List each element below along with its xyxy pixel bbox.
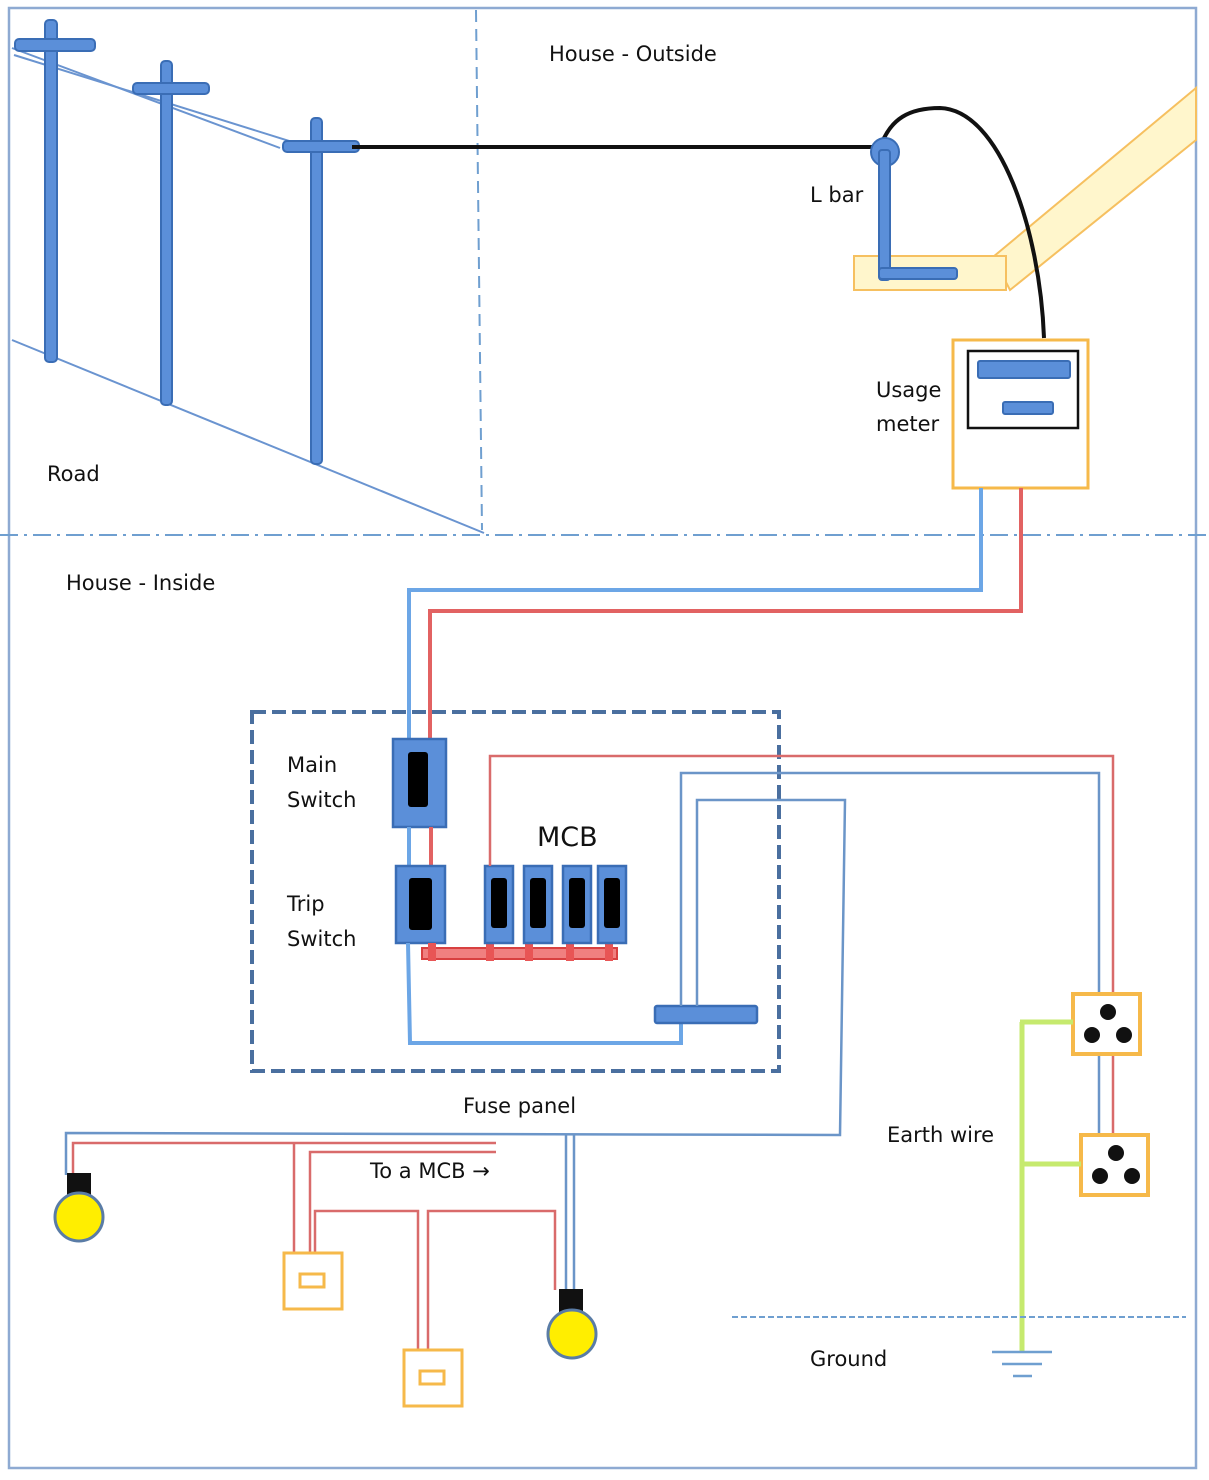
- earth-wire: [1019, 1019, 1081, 1352]
- mcb-2: [522, 864, 554, 945]
- mcb-4: [596, 864, 628, 945]
- outer-border: [7, 6, 1198, 1470]
- trip-switch-label-line1: Trip: [287, 892, 325, 916]
- fuse-panel-label: Fuse panel: [463, 1094, 577, 1118]
- power-socket-2: [1079, 1133, 1150, 1197]
- usage-meter: [951, 338, 1090, 490]
- lighting-live-main: [71, 1141, 496, 1175]
- socket-neutral-wire: [679, 771, 1101, 1006]
- bulb-1: [53, 1173, 105, 1243]
- trip-neutral-wire: [406, 942, 683, 1045]
- lighting-live-2way-a: [313, 1209, 420, 1350]
- main-switch: [391, 737, 448, 829]
- bulb-2: [546, 1289, 598, 1360]
- live-feed-wire: [428, 488, 1023, 740]
- socket-live-wire: [488, 754, 1115, 994]
- fuse-panel-box: [250, 710, 781, 1073]
- ground-label: Ground: [810, 1347, 888, 1371]
- main-switch-label-line1: Main: [287, 753, 338, 777]
- ground-symbol-icon: [992, 1350, 1052, 1378]
- lighting-live-switch1-out: [308, 1150, 496, 1253]
- trip-switch: [394, 864, 447, 945]
- roof-beam: [853, 85, 1197, 292]
- lighting-neutral-wire: [64, 798, 847, 1175]
- utility-pole-3: [282, 117, 360, 465]
- neutral-link-bar: [653, 1004, 759, 1025]
- light-switch-1: [282, 1251, 344, 1311]
- utility-pole-1: [14, 19, 96, 363]
- utility-pole-2: [132, 60, 210, 406]
- house-outside-label: House - Outside: [549, 42, 717, 66]
- house-inside-label: House - Inside: [66, 571, 216, 595]
- to-a-mcb-label: To a MCB →: [370, 1159, 490, 1183]
- lighting-live-2way-b: [426, 1209, 557, 1350]
- service-drop-wire: [878, 105, 1046, 339]
- mcb-1: [483, 864, 515, 945]
- l-bar-label: L bar: [810, 183, 864, 207]
- usage-meter-label-line2: meter: [876, 412, 940, 436]
- power-socket-1: [1071, 992, 1142, 1056]
- live-bus-bar: [421, 943, 618, 961]
- light-switch-2: [402, 1348, 464, 1408]
- mcb-3: [561, 864, 593, 945]
- mcb-label: MCB: [537, 822, 598, 853]
- usage-meter-label-line1: Usage: [876, 378, 942, 402]
- trip-switch-label-line2: Switch: [287, 927, 357, 951]
- main-switch-label-line2: Switch: [287, 788, 357, 812]
- road-lines: [11, 47, 485, 534]
- earth-wire-label: Earth wire: [887, 1123, 995, 1147]
- l-bar: [870, 137, 958, 281]
- outside-divider: [475, 9, 483, 531]
- road-label: Road: [47, 462, 100, 486]
- neutral-feed-wire: [407, 488, 983, 740]
